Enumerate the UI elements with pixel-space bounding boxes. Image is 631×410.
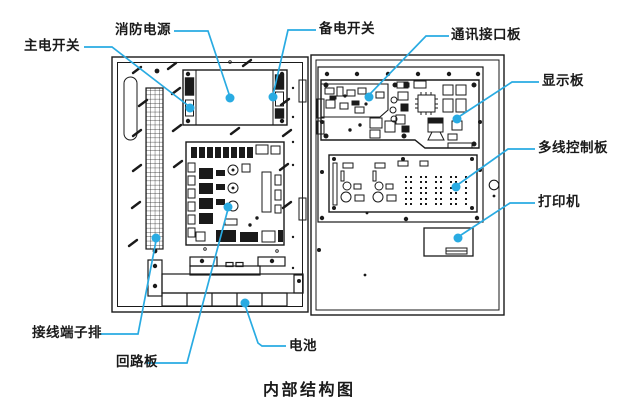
door-dots (203, 60, 295, 270)
leader-terminal-block (100, 233, 161, 335)
diagram-caption: 内部结构图 (263, 380, 356, 399)
leader-loop-board (146, 202, 233, 364)
label-comm-interface-board: 通讯接口板 (451, 27, 521, 43)
loop-board-part (185, 141, 285, 246)
anchor-dot (223, 202, 233, 212)
hinge (298, 79, 307, 103)
anchor-dot (452, 114, 462, 124)
label-loop-board: 回路板 (116, 354, 158, 370)
anchor-dot (451, 182, 461, 192)
anchor-dot (268, 92, 278, 102)
side-hole (488, 179, 500, 191)
leader-battery (240, 298, 286, 347)
battery-blocks (147, 256, 304, 307)
comm-interface-board-part (320, 83, 389, 118)
label-display-board: 显示板 (542, 73, 584, 89)
mounting-panel (317, 66, 484, 223)
leader-printer (453, 202, 535, 243)
label-multiline-control-board: 多线控制板 (538, 140, 608, 156)
anchor-dot (185, 103, 195, 113)
main-power-connector (184, 77, 195, 96)
leader-display-board (452, 81, 539, 124)
label-terminal-block: 接线端子排 (32, 325, 102, 341)
label-backup-power-switch: 备电开关 (319, 21, 375, 37)
anchor-dot (225, 93, 235, 103)
door-handle-slot (123, 76, 138, 141)
display-board-part (316, 79, 480, 149)
label-fire-power-supply: 消防电源 (115, 22, 171, 38)
leader-lines (84, 29, 539, 364)
anchor-dot (240, 298, 250, 308)
label-printer: 打印机 (538, 194, 580, 210)
panel-screws (319, 71, 482, 222)
anchor-dot (453, 233, 463, 243)
leader-backup-power-switch (268, 29, 316, 102)
anchor-dot (151, 233, 161, 243)
leader-main-power-switch (84, 46, 195, 113)
leader-fire-power-supply (174, 30, 235, 103)
terminal-strip (145, 68, 164, 254)
anchor-dot (364, 92, 374, 102)
hinge (298, 197, 307, 221)
label-main-power-switch: 主电开关 (24, 38, 80, 54)
label-battery: 电池 (289, 338, 317, 354)
leader-comm-interface-board (364, 35, 449, 102)
leader-multiline-control-board (451, 148, 535, 192)
printer-part (423, 227, 474, 257)
